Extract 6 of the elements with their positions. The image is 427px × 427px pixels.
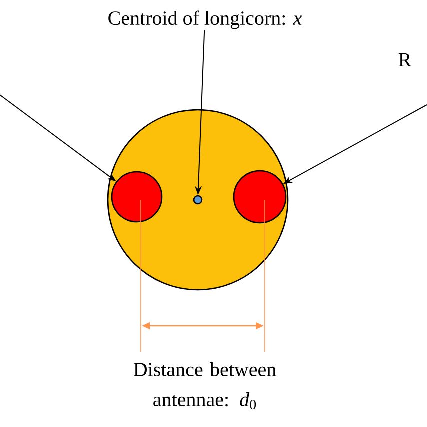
node-label: Centroid of longicorn: x (108, 10, 302, 30)
centroid-dot (193, 195, 203, 205)
dimension-label: Distance between antennae: d$_{0}$ (134, 362, 276, 410)
node-label: R (398, 53, 412, 67)
antenna-circle (233, 170, 287, 224)
antenna-circle (111, 171, 163, 223)
